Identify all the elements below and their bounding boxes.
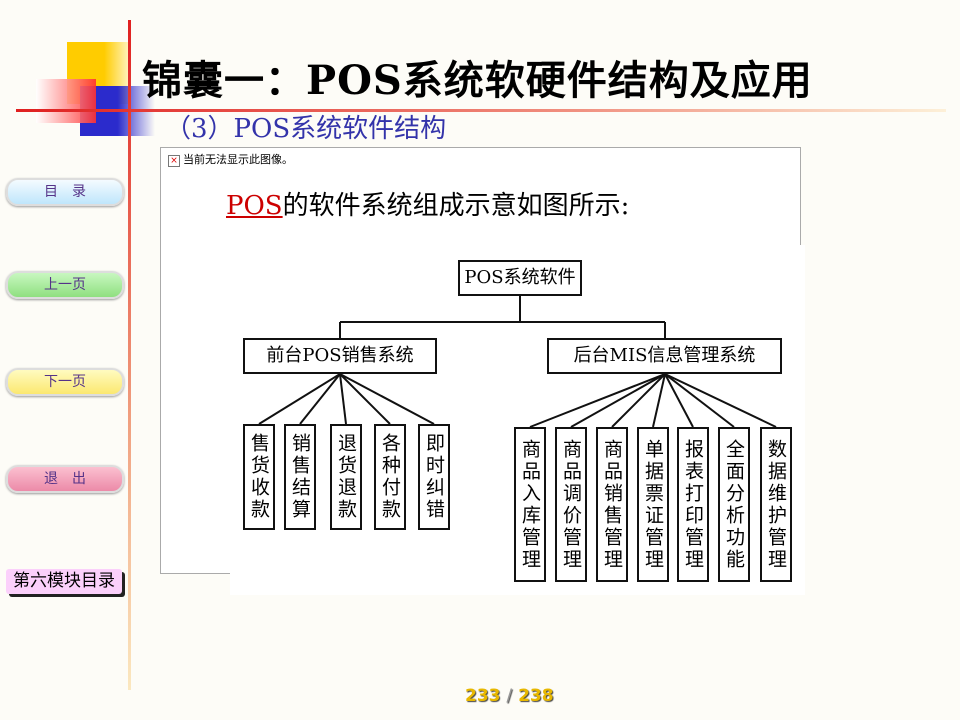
vertical-divider bbox=[128, 20, 131, 690]
broken-image-icon: × bbox=[168, 155, 180, 167]
back-leaf-node: 数据维护管理 bbox=[760, 427, 792, 582]
front-leaf-node: 销售结算 bbox=[284, 424, 316, 530]
back-leaf-node: 报表打印管理 bbox=[677, 427, 709, 582]
pos-link[interactable]: POS bbox=[226, 191, 283, 221]
module-toc-button[interactable]: 第六模块目录 bbox=[6, 569, 122, 594]
toc-button[interactable]: 目 录 bbox=[6, 178, 124, 206]
connector bbox=[611, 373, 666, 428]
front-leaf-node: 即时纠错 bbox=[418, 424, 450, 530]
logo-red-square bbox=[36, 79, 96, 123]
connector bbox=[664, 373, 777, 428]
page-counter: 233 / 238 bbox=[465, 686, 554, 706]
image-error: ×当前无法显示此图像。 bbox=[168, 153, 293, 167]
next-page-button[interactable]: 下一页 bbox=[6, 368, 124, 396]
back-leaf-node: 单据票证管理 bbox=[637, 427, 669, 582]
connector bbox=[339, 373, 435, 425]
connector bbox=[339, 373, 391, 425]
software-structure-diagram: POS系统软件 前台POS销售系统 后台MIS信息管理系统 售货收款销售结算退货… bbox=[230, 245, 805, 595]
back-leaf-node: 商品调价管理 bbox=[555, 427, 587, 582]
page-total: 238 bbox=[518, 686, 554, 706]
title-underline bbox=[16, 109, 946, 112]
page-title: 锦囊一：POS系统软硬件结构及应用 bbox=[142, 57, 813, 104]
image-error-text: 当前无法显示此图像。 bbox=[183, 153, 293, 166]
connector-lines bbox=[258, 296, 777, 428]
root-node: POS系统软件 bbox=[458, 260, 582, 296]
connector bbox=[258, 373, 341, 425]
connector bbox=[570, 373, 666, 428]
front-leaf-node: 各种付款 bbox=[374, 424, 406, 530]
connector bbox=[652, 373, 666, 428]
back-leaf-node: 商品销售管理 bbox=[596, 427, 628, 582]
section-subtitle: （3）POS系统软件结构 bbox=[165, 114, 447, 144]
back-node: 后台MIS信息管理系统 bbox=[547, 338, 782, 374]
front-node: 前台POS销售系统 bbox=[243, 338, 437, 374]
connector bbox=[339, 373, 347, 425]
connector bbox=[664, 373, 735, 428]
back-leaf-node: 商品入库管理 bbox=[514, 427, 546, 582]
connector bbox=[299, 373, 341, 425]
connector bbox=[529, 373, 666, 428]
front-leaf-node: 退货退款 bbox=[330, 424, 362, 530]
intro-rest: 的软件系统组成示意如图所示: bbox=[282, 191, 630, 221]
exit-button[interactable]: 退 出 bbox=[6, 465, 124, 493]
front-leaf-node: 售货收款 bbox=[243, 424, 275, 530]
intro-text: POS的软件系统组成示意如图所示: bbox=[226, 190, 629, 222]
prev-page-button[interactable]: 上一页 bbox=[6, 271, 124, 299]
back-leaf-node: 全面分析功能 bbox=[718, 427, 750, 582]
page-current: 233 bbox=[465, 686, 501, 706]
connector bbox=[664, 373, 694, 428]
page-sep: / bbox=[506, 686, 513, 706]
